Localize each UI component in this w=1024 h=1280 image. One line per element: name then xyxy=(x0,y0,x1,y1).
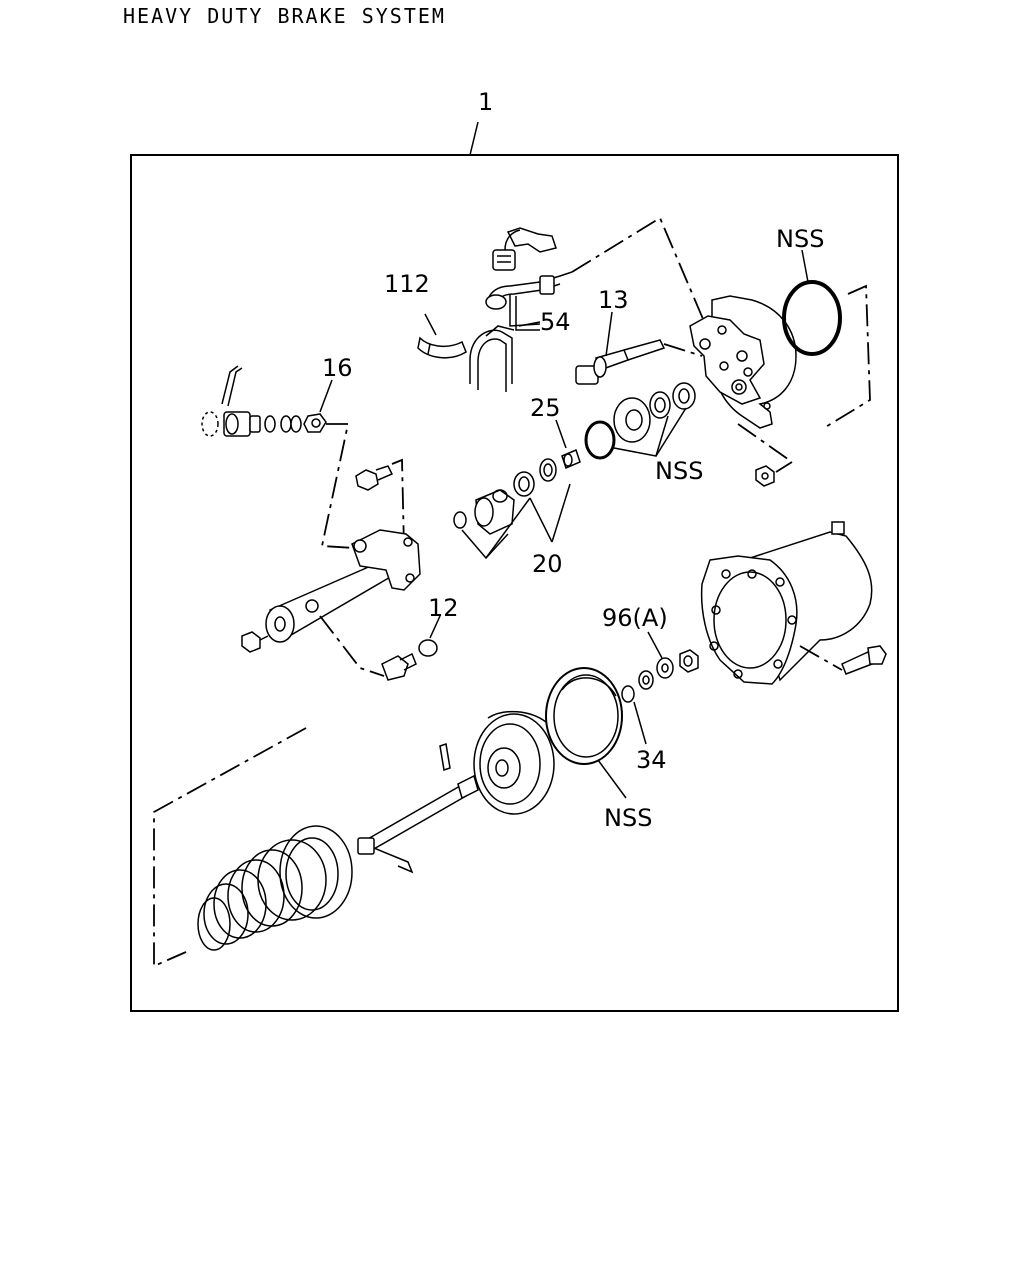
clip-112-part xyxy=(417,336,467,359)
housing-bolt-part xyxy=(841,645,887,675)
plug-part xyxy=(241,631,269,653)
fitting-12-part xyxy=(381,639,438,681)
cylinder-body-part xyxy=(265,529,421,643)
o-ring-nss-top xyxy=(782,280,842,356)
hose-fitting-part xyxy=(492,227,557,271)
callout-20: 20 xyxy=(532,550,563,578)
push-rod-part xyxy=(357,743,479,874)
power-chamber-part xyxy=(700,521,873,685)
callout-112: 112 xyxy=(384,270,430,298)
assembly-leader xyxy=(469,121,479,156)
diaphragm-nss-part xyxy=(545,667,623,765)
callout-25: 25 xyxy=(530,394,561,422)
piston-plate-part xyxy=(473,710,555,815)
nut-96a-part xyxy=(638,649,699,690)
bolt-part xyxy=(355,465,394,491)
callout-34: 34 xyxy=(636,746,667,774)
seal-cups-part xyxy=(649,382,696,419)
callout-1: 1 xyxy=(478,88,493,116)
brake-pipe-part xyxy=(485,271,573,331)
piston-seal-part xyxy=(613,397,651,443)
u-bracket-part xyxy=(469,325,515,392)
nut-part xyxy=(755,465,775,487)
callout-nss-seals: NSS xyxy=(655,457,703,485)
o-ring-34 xyxy=(621,685,635,703)
callout-nss-top: NSS xyxy=(776,225,824,253)
callout-12: 12 xyxy=(428,594,459,622)
return-spring-part xyxy=(197,825,353,951)
bleeder-16-part xyxy=(201,365,327,437)
callout-54: 54 xyxy=(540,308,571,336)
o-ring-nss-middle xyxy=(584,420,616,460)
callout-96a: 96(A) xyxy=(602,604,668,632)
callout-nss-lower: NSS xyxy=(604,804,652,832)
assembly-frame xyxy=(130,154,899,1012)
callout-13: 13 xyxy=(598,286,629,314)
callout-16: 16 xyxy=(322,354,353,382)
valve-25-part xyxy=(561,448,581,470)
valve-housing-part xyxy=(689,295,797,429)
piston-13-part xyxy=(575,339,666,385)
page-title: HEAVY DUTY BRAKE SYSTEM xyxy=(123,4,446,28)
piston-kit-20-part xyxy=(453,458,557,535)
